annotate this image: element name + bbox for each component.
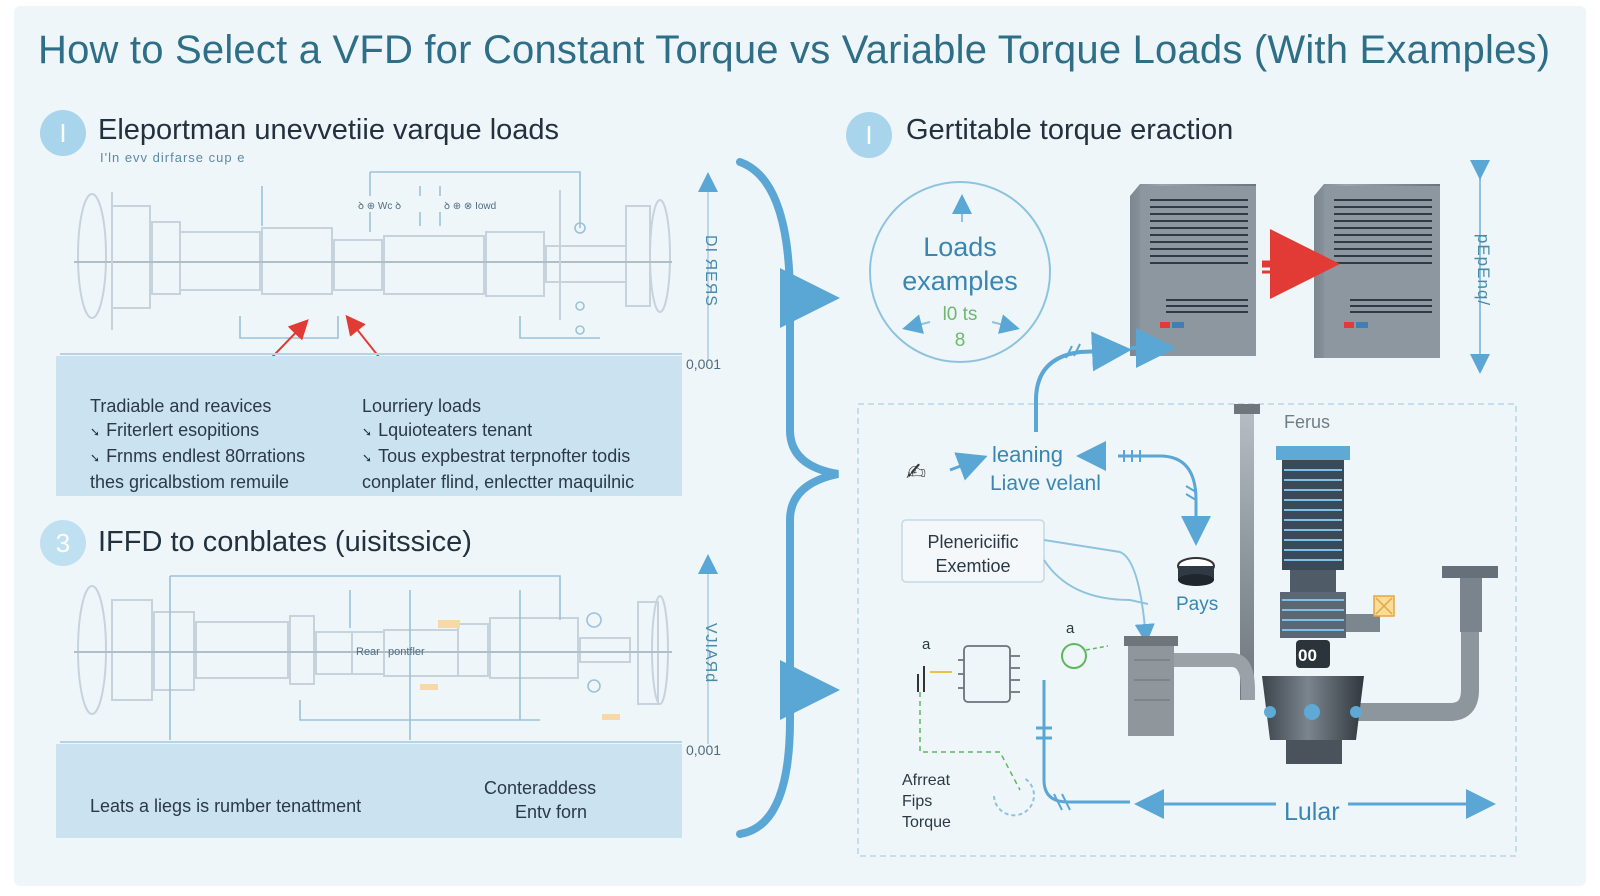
loads-examples-circle: Loads examples — [902, 232, 1018, 296]
section1-tag2: ꝺ ⊕ ⊗ Iowd — [444, 201, 497, 212]
plenericific-box: Plenericiific Exemtioe — [927, 532, 1019, 576]
section1-heading: Eleportman unevvetiie varque loads — [98, 114, 560, 146]
section1-left-column: Tradiable and reavices ➘Friterlert esopi… — [90, 394, 305, 494]
bullet-icon: ➘ — [90, 451, 101, 465]
section2-panel — [56, 744, 682, 838]
motor-schematic-bottom — [74, 585, 672, 715]
liave-label: Liave velanl — [990, 472, 1101, 495]
page-title: How to Select a VFD for Constant Torque … — [38, 28, 1551, 72]
label-a-2: a — [1066, 620, 1075, 637]
ferus-label: Ferus — [1284, 412, 1331, 432]
section2-vertical-label: VJIAЯd — [702, 622, 719, 684]
bullet-icon: ➘ — [90, 425, 101, 439]
section1-right-column: Lourriery loads ➘Lquioteaters tenant ➘To… — [362, 394, 634, 494]
section2-badge: 3 — [40, 520, 86, 566]
section1-left-heading: Tradiable and reavices — [90, 396, 272, 416]
section1-tag1: ꝺ ⊕ Wc ꝺ — [358, 201, 402, 212]
label-a-1: a — [922, 636, 931, 653]
vertical-pump — [1262, 446, 1364, 764]
loads-examples-values: l0 ts 8 — [942, 304, 978, 351]
afrreat-label: Afrreat Fips Torque — [902, 772, 951, 831]
bullet-icon: ➘ — [362, 451, 373, 465]
section1-right-bullet-2: ➘Tous expbestrat terpnofter todis — [362, 444, 634, 470]
section2-right-text: Conteraddess Entv forn — [484, 778, 597, 822]
vfd-cabinet-right — [1314, 184, 1440, 358]
section3-badge: I — [846, 112, 892, 158]
section1-left-bullet-2: ➘Frnms endlest 80rrations — [90, 444, 305, 470]
lular-label: Lular — [1276, 798, 1348, 827]
section1-left-extra: thes gricalbstiom remuile — [90, 472, 290, 492]
section2-left-text: Leats a liegs is rumber tenattment — [90, 796, 362, 816]
section1-right-bullet-1: ➘Lquioteaters tenant — [362, 418, 634, 444]
section3-vertical-label: pEpEnq/ — [1474, 233, 1493, 307]
section3-heading: Gertitable torque eraction — [906, 114, 1234, 146]
section1-tick: 0,001 — [686, 356, 722, 372]
section2-heading: IFFD to conblates (uisitssice) — [98, 526, 472, 558]
section2-box1-label: Rear — [356, 646, 380, 658]
learning-icon: ✍ — [906, 459, 927, 486]
learning-label: leaning — [992, 442, 1063, 467]
bullet-icon: ➘ — [362, 425, 373, 439]
section2-box2-label: pontfler — [388, 646, 425, 658]
motor-schematic-bottom-wires — [169, 575, 602, 740]
section1-right-heading: Lourriery loads — [362, 396, 482, 416]
section1-panel — [56, 356, 682, 496]
section1-subheading: I'ln evv dirfarse cup e — [100, 150, 246, 165]
pump-badge: 00 — [1298, 646, 1317, 665]
motor-schematic-top — [74, 190, 672, 330]
pays-label: Pays — [1176, 594, 1219, 615]
section1-vertical-label: DI ЯEЯS — [702, 235, 719, 307]
section1-badge: I — [40, 110, 86, 156]
vfd-cabinet-left — [1130, 184, 1256, 356]
section1-right-extra: conplater flind, enlectter maquilnic — [362, 472, 635, 492]
central-bracket — [736, 158, 839, 838]
section1-left-bullet-1: ➘Friterlert esopitions — [90, 418, 305, 444]
section2-tick: 0,001 — [686, 742, 722, 758]
